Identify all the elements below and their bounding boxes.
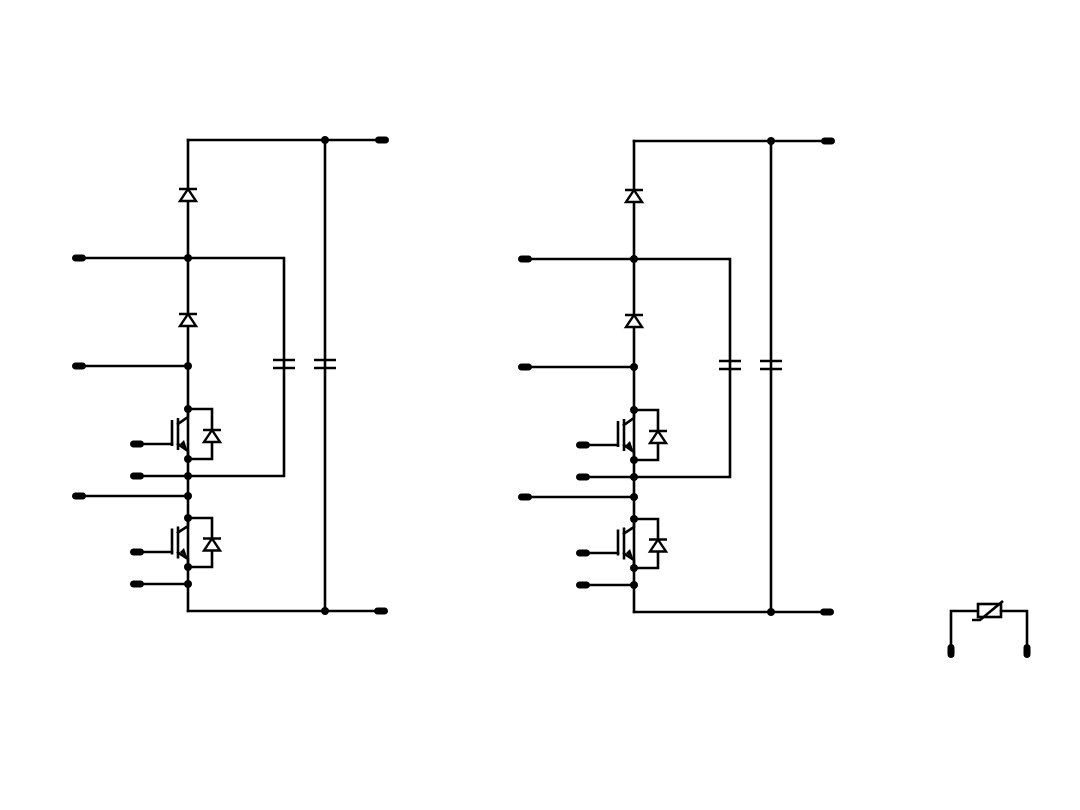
junction-dot <box>767 608 775 616</box>
emitter-arrow <box>180 440 187 449</box>
capacitor-symbol <box>719 359 741 371</box>
terminal-pin <box>130 472 144 480</box>
thermistor-body <box>976 602 1003 619</box>
diode-symbol <box>623 187 645 204</box>
terminal-pin <box>130 548 144 556</box>
terminal-pin <box>518 493 532 501</box>
capacitor-symbol <box>760 359 782 371</box>
terminal-pin <box>576 549 590 557</box>
terminal-pin <box>518 363 532 371</box>
junction-dot <box>184 472 192 480</box>
igbt-with-diode <box>588 517 669 570</box>
junction-dot <box>630 406 638 414</box>
terminal-pin <box>72 254 86 262</box>
terminal-pin <box>72 492 86 500</box>
terminal-pin <box>576 473 590 481</box>
junction-dot <box>184 362 192 370</box>
wire <box>632 257 732 479</box>
capacitor-symbol <box>314 358 336 370</box>
diode-triangle <box>623 312 645 329</box>
terminal-pin <box>1023 644 1031 658</box>
igbt-with-diode <box>142 516 223 569</box>
junction-dot <box>184 492 192 500</box>
diode-symbol <box>177 186 199 203</box>
junction-dot <box>630 581 638 589</box>
emitter-arrow <box>180 548 187 557</box>
wire <box>999 609 1029 653</box>
junction-dot <box>184 455 192 463</box>
igbt-with-diode <box>588 408 669 462</box>
terminal-pin <box>518 255 532 263</box>
terminal-pin <box>576 441 590 449</box>
module-2 <box>518 137 835 616</box>
terminal-pin <box>576 581 590 589</box>
junction-dot <box>630 363 638 371</box>
diode-triangle <box>623 187 645 204</box>
terminal-pin <box>821 137 835 145</box>
wire <box>949 609 980 653</box>
terminal-pin <box>72 362 86 370</box>
diode-triangle <box>647 537 669 553</box>
terminal-pin <box>375 136 389 144</box>
junction-dot <box>630 564 638 572</box>
junction-dot <box>630 515 638 523</box>
module-1 <box>72 136 389 615</box>
diode-symbol <box>623 312 645 329</box>
thermistor <box>947 599 1031 658</box>
diode-triangle <box>177 186 199 203</box>
emitter-arrow <box>626 441 633 450</box>
junction-dot <box>630 493 638 501</box>
junction-dot <box>767 137 775 145</box>
terminal-pin <box>820 608 834 616</box>
terminal-pin <box>374 607 388 615</box>
junction-dot <box>321 607 329 615</box>
capacitor-symbol <box>273 358 295 370</box>
junction-dot <box>184 254 192 262</box>
diode-triangle <box>201 536 223 552</box>
diode-triangle <box>201 427 223 444</box>
junction-dot <box>630 255 638 263</box>
thermistor-slash <box>972 599 1004 622</box>
igbt-with-diode <box>142 407 223 461</box>
terminal-pin <box>947 644 955 658</box>
junction-dot <box>321 136 329 144</box>
junction-dot <box>184 580 192 588</box>
junction-dot <box>630 456 638 464</box>
diode-symbol <box>177 311 199 328</box>
junction-dot <box>184 405 192 413</box>
terminal-pin <box>130 580 144 588</box>
junction-dot <box>184 514 192 522</box>
emitter-arrow <box>626 549 633 558</box>
terminal-pin <box>130 440 144 448</box>
wire <box>186 256 286 478</box>
diode-triangle <box>647 428 669 445</box>
junction-dot <box>630 473 638 481</box>
diode-triangle <box>177 311 199 328</box>
junction-dot <box>184 563 192 571</box>
